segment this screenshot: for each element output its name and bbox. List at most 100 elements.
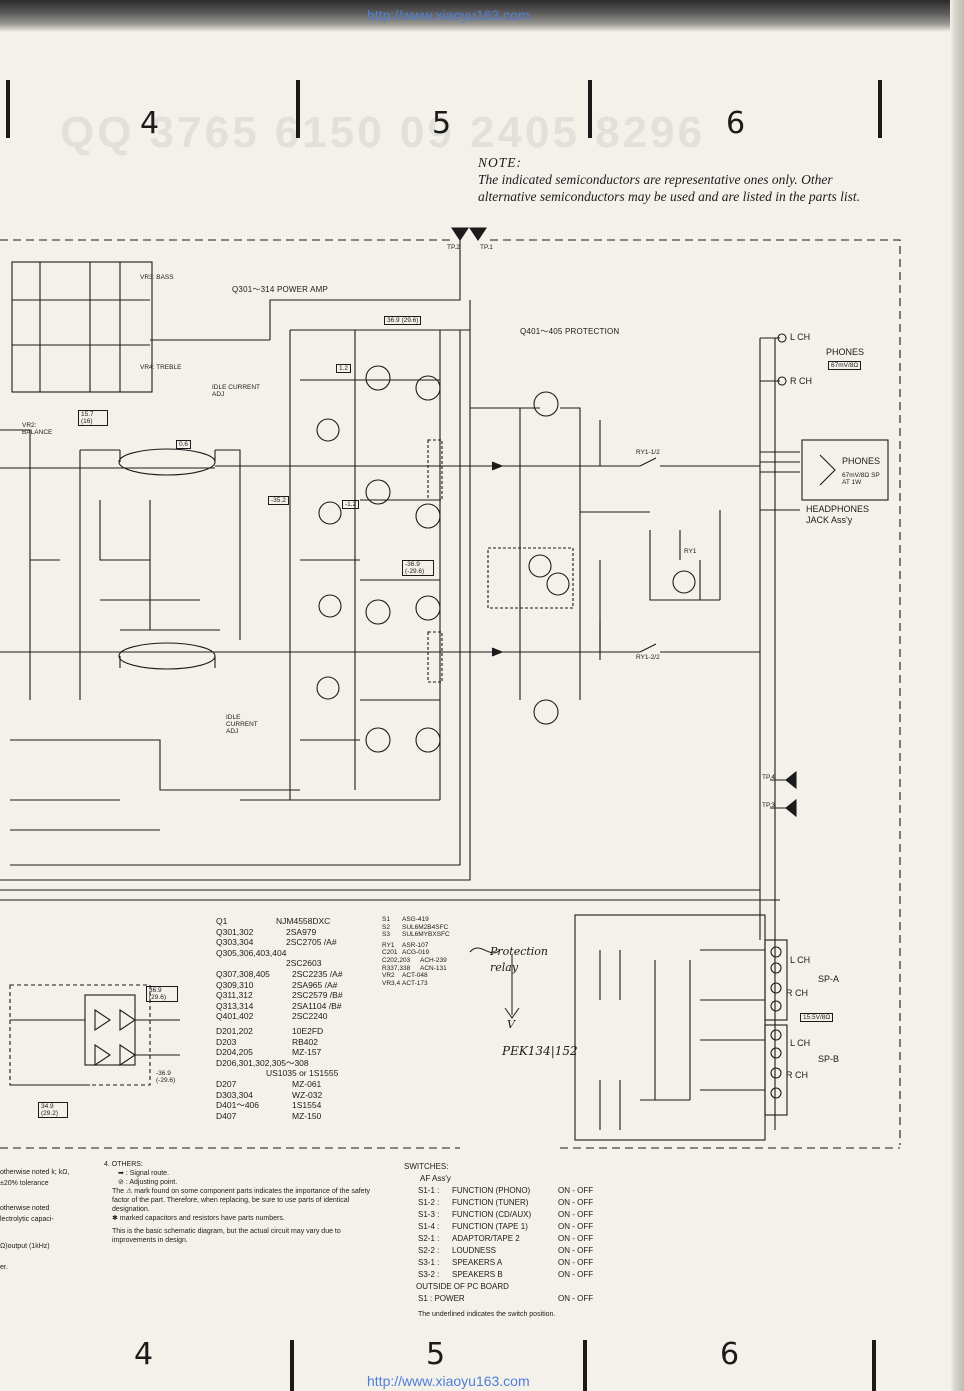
voltage-box: 1.2 xyxy=(336,364,352,373)
switches-title: SWITCHES: xyxy=(404,1161,449,1171)
part-ref: D204,205 xyxy=(216,1047,253,1058)
part-number: 2SC2235 /A# xyxy=(292,968,343,979)
switch-state: ON - OFF xyxy=(558,1209,594,1219)
part-ref: D401～406 xyxy=(216,1100,260,1111)
handwritten-part: PEK134|152 xyxy=(502,1044,578,1058)
voltage-box: -35.2 xyxy=(268,496,289,505)
switch-state: ON - OFF xyxy=(558,1245,594,1255)
part-number: ACT-048 xyxy=(402,972,428,980)
q305 xyxy=(316,418,340,442)
switches-table: SWITCHES: AF Ass'y S1-1 :FUNCTION (PHONO… xyxy=(404,1160,624,1320)
power-amp-label: Q301～314 POWER AMP xyxy=(232,285,329,294)
part-ref: C201 xyxy=(382,949,398,957)
watermark: QQ 3765 6150 09 2405 8296 xyxy=(60,108,706,157)
parts-row: VR2 ACT-048 xyxy=(382,972,482,980)
phones-small-spec: 67mV/8Ω SP AT 1W xyxy=(842,472,880,486)
test-point-tp1: TP.1 xyxy=(480,244,493,251)
part-number: 2SC2705 /A# xyxy=(286,937,337,948)
switch-id: S3-2 : xyxy=(418,1269,440,1279)
q314 xyxy=(415,595,441,621)
phones-small-label: PHONES xyxy=(842,456,881,466)
phones-spec: 67mV/8Ω xyxy=(828,361,862,370)
note-body: The indicated semiconductors are represe… xyxy=(478,172,860,204)
voltage-box: 0.6 xyxy=(176,440,192,449)
sp-a-terminal-block xyxy=(764,939,788,1021)
part-ref: D207 xyxy=(216,1078,237,1089)
switch-state: ON - OFF xyxy=(558,1185,594,1195)
q309 xyxy=(365,479,391,505)
switch-state: ON - OFF xyxy=(558,1269,594,1279)
switches-outside: OUTSIDE OF PC BOARD xyxy=(416,1281,509,1291)
right-edge xyxy=(950,0,964,1391)
switch-id: S2-2 : xyxy=(418,1245,440,1255)
switch-function: FUNCTION (PHONO) xyxy=(452,1185,531,1195)
voltage-box: -36.9 (-29.6) xyxy=(156,1070,176,1084)
part-ref: D407 xyxy=(216,1110,237,1121)
parts-row: Q301,302 2SA979 xyxy=(216,927,376,938)
test-point-tp3: TP.3 xyxy=(762,802,775,809)
rch-terminal xyxy=(777,376,787,386)
bottom-url[interactable]: http://www.xiaoyu163.com xyxy=(367,1373,530,1389)
voltage-box: 15.7 (16) xyxy=(78,410,108,426)
switch-state: ON - OFF xyxy=(558,1233,594,1243)
test-point-tp2: TP.2 xyxy=(447,244,460,251)
handwritten-arrow-letter: V xyxy=(507,1018,515,1031)
part-number: 2SC2240 xyxy=(292,1011,328,1022)
column-number-4-top: 4 xyxy=(140,106,160,141)
voltage-box: -1.2 xyxy=(342,500,360,509)
left-fragments: otherwise noted k; kΩ, ±20% tolerance ot… xyxy=(0,1167,69,1273)
lch-terminal xyxy=(777,333,787,343)
q312 xyxy=(415,727,441,753)
board-boundary xyxy=(0,239,901,1145)
part-number: MZ-150 xyxy=(292,1110,322,1121)
part-ref: R337,338 xyxy=(382,964,411,972)
part-number: 1S1554 xyxy=(292,1100,322,1111)
switches-footer: The underlined indicates the switch posi… xyxy=(418,1310,556,1318)
others-adjust: ⊘ : Adjusting point. xyxy=(104,1178,380,1187)
vr4-label: VR4: TREBLE xyxy=(140,364,182,371)
column-number-5-bottom: 5 xyxy=(426,1337,446,1372)
voltage-box: -36.9 (-29.6) xyxy=(402,560,434,576)
q306 xyxy=(316,676,340,700)
adjusting-point-icon: ⊘ xyxy=(118,1179,124,1186)
part-ref: RY1 xyxy=(382,941,395,949)
q304 xyxy=(318,594,342,618)
part-ref: VR2 xyxy=(382,972,395,980)
part-ref: Q401,402 xyxy=(216,1011,254,1022)
relay-1-label: RY1-1/2 xyxy=(636,449,660,456)
switch-function: SPEAKERS A xyxy=(452,1257,503,1267)
bridge-d203 xyxy=(84,994,136,1066)
q308 xyxy=(365,727,391,753)
switch-id: S1-3 : xyxy=(418,1209,440,1219)
left-fragment: otherwise noted k; kΩ, xyxy=(0,1169,70,1176)
sp-b-lch: L CH xyxy=(790,1038,811,1048)
parts-row: Q401,402 2SC2240 xyxy=(216,1011,376,1022)
lch-label: L CH xyxy=(790,332,811,342)
left-fragment: otherwise noted xyxy=(0,1205,50,1212)
q402 xyxy=(533,699,559,725)
part-ref: Q301,302 xyxy=(216,926,254,937)
part-number: NJM4558DXC xyxy=(276,916,331,926)
part-ref: D303,304 xyxy=(216,1089,253,1100)
part-number: ASR-107 xyxy=(402,941,429,949)
sp-a-rch: R CH xyxy=(786,988,808,998)
others-adjust-text: : Adjusting point. xyxy=(125,1179,178,1186)
part-ref: Q305,306,403,404 xyxy=(216,947,287,958)
part-number: SUL6M2B4SFC xyxy=(402,923,449,931)
part-number: 2SA979 xyxy=(286,926,317,937)
top-url[interactable]: http://www.xiaoyu163.com xyxy=(367,7,530,23)
others-notes: 4. OTHERS: ➡ : Signal route. ⊘ : Adjusti… xyxy=(104,1160,380,1245)
handwritten-note: Protection relay xyxy=(490,945,549,974)
switches-subtitle: AF Ass'y xyxy=(420,1173,451,1183)
